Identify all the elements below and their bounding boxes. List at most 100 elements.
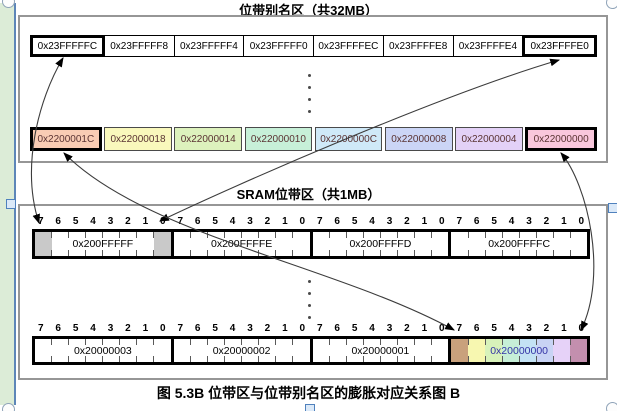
- bit-number: 5: [212, 216, 218, 227]
- bit-number: 1: [142, 323, 149, 334]
- alias-word-cell: 0x23FFFFFC: [30, 35, 105, 57]
- bit-4: [501, 232, 519, 256]
- selection-resize-handle-left[interactable]: [6, 199, 16, 209]
- bit-number: 3: [107, 323, 114, 334]
- selection-corner-handle-top-right[interactable]: [606, 0, 617, 9]
- bit-number: 1: [561, 216, 567, 227]
- bit-number: 4: [90, 323, 96, 334]
- bit-number: 5: [351, 323, 358, 334]
- bit-0: [569, 339, 587, 362]
- bit-number: 3: [386, 216, 393, 227]
- bit-3: [102, 232, 120, 256]
- bit-0: [430, 339, 448, 362]
- bit-number: 4: [229, 323, 236, 334]
- bit-number: 0: [299, 216, 306, 227]
- bit-2: [396, 232, 414, 256]
- bit-number: 2: [125, 216, 131, 227]
- bit-2: [258, 232, 276, 256]
- bit-0: [430, 232, 448, 256]
- bit-3: [379, 232, 397, 256]
- bit-7: [174, 339, 191, 362]
- bit-number: 5: [212, 323, 218, 334]
- bit-number: 2: [125, 323, 131, 334]
- alias-word-cell: 0x23FFFFEC: [313, 35, 384, 57]
- bit-number: 6: [473, 216, 480, 227]
- bit-number: 6: [473, 323, 480, 334]
- bit-number: 5: [491, 323, 497, 334]
- ellipsis-dot: [308, 316, 311, 319]
- bit-number: 5: [351, 216, 358, 227]
- selection-corner-handle-bottom-right[interactable]: [606, 402, 617, 411]
- bit-1: [552, 232, 570, 256]
- alias-region-title: 位带别名区（共32MB）: [239, 3, 378, 18]
- bit-number: 0: [160, 323, 166, 334]
- bit-1: [413, 232, 431, 256]
- bit-number: 5: [72, 216, 79, 227]
- bit-7: [35, 339, 52, 362]
- bit-1: [413, 339, 431, 362]
- bit-number: 3: [526, 216, 532, 227]
- byte-cell-0x20000003: 0x20000003: [32, 336, 174, 365]
- ellipsis-dot: [308, 86, 311, 89]
- bit-number: 6: [55, 216, 61, 227]
- bit-4: [224, 232, 242, 256]
- bit-6: [328, 339, 346, 362]
- bit-number: 7: [316, 216, 323, 227]
- bit-4: [224, 339, 242, 362]
- bit-4: [85, 339, 103, 362]
- selection-resize-handle-bottom[interactable]: [305, 404, 315, 411]
- bit-number: 1: [142, 216, 149, 227]
- bit-5: [484, 232, 502, 256]
- bit-number: 2: [543, 216, 550, 227]
- selection-corner-handle-bottom-left[interactable]: [2, 403, 15, 411]
- bit-number: 1: [421, 323, 428, 334]
- ellipsis-dot: [308, 280, 311, 283]
- selection-corner-handle-top-left[interactable]: [2, 0, 15, 8]
- bit-6: [51, 339, 69, 362]
- bit-2: [258, 339, 276, 362]
- bit-7: [313, 232, 330, 256]
- ellipsis-dot: [308, 292, 311, 295]
- bit-1: [136, 232, 154, 256]
- alias-word-cell: 0x23FFFFF8: [103, 35, 175, 57]
- bit-5: [345, 232, 363, 256]
- bit-number: 5: [491, 216, 497, 227]
- ellipsis-dot: [308, 98, 311, 101]
- bit-3: [518, 232, 536, 256]
- byte-cell-0x200FFFFC: 0x200FFFFC: [448, 229, 590, 259]
- alias-word-cell: 0x23FFFFE4: [452, 35, 524, 57]
- bit-3: [241, 232, 259, 256]
- bit-5: [207, 339, 225, 362]
- alias-word-cell: 0x23FFFFE0: [522, 35, 597, 57]
- bit-5: [68, 232, 86, 256]
- bit-4: [501, 339, 520, 362]
- alias-colored-cell: 0x22000008: [384, 127, 453, 151]
- byte-cell-0x200FFFFD: 0x200FFFFD: [309, 229, 452, 259]
- alias-colored-cell: 0x22000010: [244, 127, 313, 151]
- bit-number: 4: [508, 216, 515, 227]
- ellipsis-dot: [308, 74, 311, 77]
- bit-3: [241, 339, 259, 362]
- bit-7: [35, 232, 52, 256]
- bit-number: 5: [72, 323, 79, 334]
- bit-number: 6: [334, 216, 340, 227]
- bit-number: 1: [282, 323, 288, 334]
- bit-number: 4: [369, 323, 375, 334]
- alias-colored-cell: 0x2200000C: [314, 127, 383, 151]
- selection-resize-handle-right[interactable]: [608, 203, 617, 213]
- bit-6: [190, 339, 208, 362]
- bit-number: 2: [543, 323, 550, 334]
- bit-number: 3: [526, 323, 532, 334]
- bit-number: 3: [247, 216, 253, 227]
- bit-number: 7: [456, 216, 462, 227]
